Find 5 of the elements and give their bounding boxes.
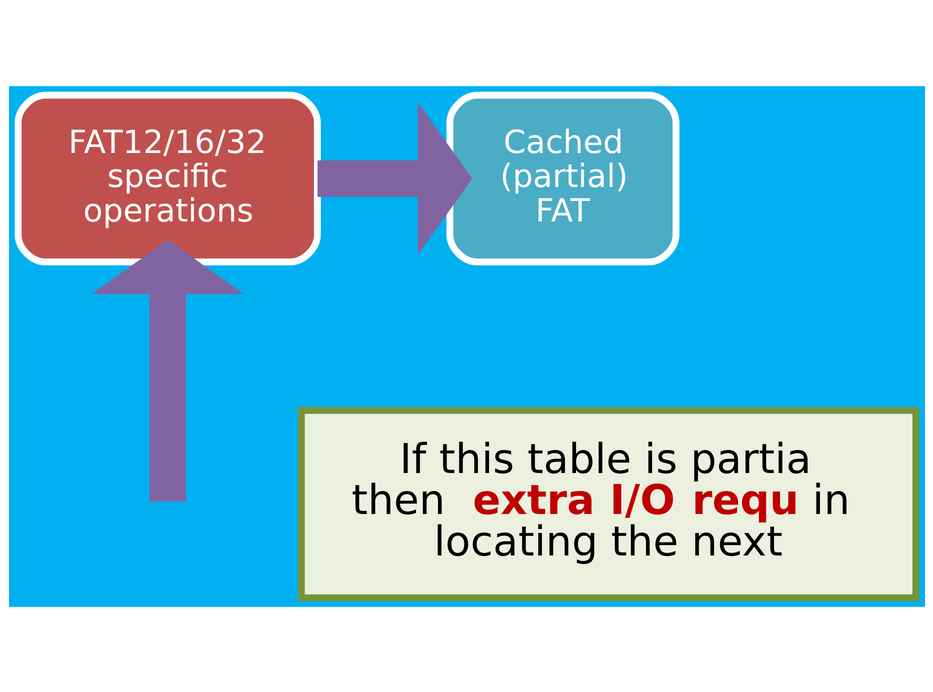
node-box: FAT12/16/32 specific operations xyxy=(14,91,320,265)
arrow xyxy=(317,102,472,254)
node-box: Cached (partial) FAT xyxy=(446,91,679,265)
arrow xyxy=(91,239,244,502)
node-box: If this table is partia then extra I/O requ in locating the next xyxy=(297,406,919,601)
